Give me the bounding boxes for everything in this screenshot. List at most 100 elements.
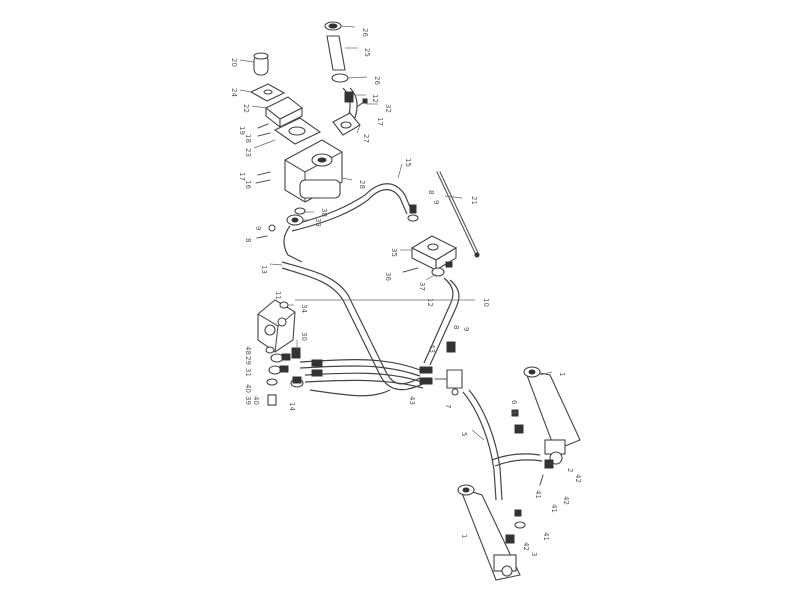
part-26-top-clamp [324,21,342,31]
part-14-fitting [290,376,304,388]
part-21-rod [436,171,480,258]
part-19-bolt [257,123,269,129]
label-41: 41 [534,490,542,499]
label-41: 41 [542,532,550,541]
label-12: 12 [426,298,434,307]
part-8-fitting-mid [446,341,456,353]
leader-lines [239,25,553,441]
label-2: 2 [566,468,574,472]
label-24: 24 [230,88,238,97]
label-31: 31 [244,368,252,377]
part-1-upper-cylinder [523,366,581,465]
label-40: 40 [244,384,252,393]
part-36-bolt [402,267,419,273]
label-32: 32 [384,104,392,113]
label-37: 37 [418,282,426,291]
part-11-control-valve [257,299,296,353]
label-48: 48 [244,346,252,355]
label-22: 22 [242,104,250,113]
label-34: 34 [300,304,308,313]
part-2-fitting [544,459,554,469]
label-30: 30 [300,332,308,341]
part-22-adapter-block [264,96,304,129]
part-34-plug [279,301,289,309]
part-31-fitting [268,365,289,375]
label-6: 6 [510,400,518,405]
label-5: 5 [460,432,468,436]
part-10-hose [295,277,475,366]
part-23-flange-plate [273,117,322,145]
label-20: 20 [230,58,238,67]
part-40-washer [266,378,278,386]
label-12: 12 [371,94,379,103]
label-9: 9 [462,327,470,331]
label-42: 42 [522,542,530,551]
part-9-nut [268,224,276,232]
label-29: 29 [244,356,252,365]
label-9: 9 [432,200,440,204]
label-36: 36 [384,272,392,281]
label-39: 39 [244,396,252,405]
part-left-loop-hose [283,225,303,263]
part-5-hose [462,389,543,501]
part-30-fitting [291,347,301,359]
label-17: 17 [376,117,384,126]
part-20-cylinder [253,52,269,76]
part-8-bolt [256,235,268,239]
label-33: 33 [314,218,322,227]
label-43: 43 [428,344,436,353]
part-7-tee [434,369,463,396]
label-25: 25 [363,48,371,57]
label-26: 26 [373,76,381,85]
label-42: 42 [574,474,582,483]
label-35: 35 [390,248,398,257]
label-4: 4 [510,410,518,415]
label-16: 16 [244,180,252,189]
part-37-fitting [431,261,453,277]
part-17-bolt [257,171,271,176]
part-15-hose [291,183,413,232]
part-26-lower-clamp [331,73,349,83]
part-32-bolt [357,98,368,107]
label-8: 8 [244,238,252,242]
label-38: 38 [320,208,328,217]
part-28-pump-body [284,139,343,203]
part-35-valve-block [410,235,458,271]
part-6-fitting [511,409,519,417]
part-39-bolt [267,394,277,406]
label-3: 3 [530,552,538,556]
label-27: 27 [362,134,370,143]
label-7: 7 [444,404,452,408]
label-13: 13 [260,265,268,274]
label-41: 41 [550,504,558,513]
part-3-fitting [505,534,515,544]
label-1: 1 [460,534,468,538]
part-42-fitting [514,509,526,529]
label-8: 8 [427,190,435,194]
part-38-clamp [294,207,306,215]
label-17: 17 [238,172,246,181]
label-42: 42 [562,496,570,505]
label-18: 18 [244,134,252,143]
part-labels: 26 25 26 12 32 17 27 20 24 22 19 18 23 1… [230,28,582,556]
label-15: 15 [404,158,412,167]
part-24-gasket [249,83,286,102]
label-10: 10 [482,298,490,307]
part-18-bolt [257,132,271,137]
part-33-fitting [286,214,304,226]
label-21: 21 [470,196,478,205]
label-9: 9 [254,226,262,230]
part-8-fitting-upper [407,204,419,222]
part-25-hose-tube [326,35,346,71]
label-11: 11 [274,291,282,300]
label-19: 19 [238,126,246,135]
part-29-fitting [270,353,291,363]
part-16-bolt [255,179,271,184]
part-48-oring [265,346,275,354]
label-23: 23 [244,148,252,157]
label-43: 43 [408,396,416,405]
part-41-bolt [539,474,544,486]
label-26: 26 [361,28,369,37]
part-1-lower-cylinder [457,484,521,581]
